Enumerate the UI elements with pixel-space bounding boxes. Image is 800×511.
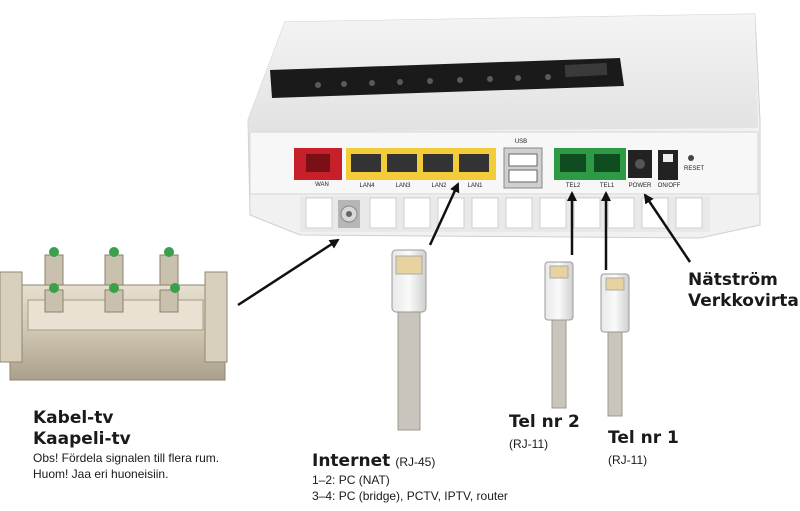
tel1-title: Tel nr 1 xyxy=(608,428,679,448)
wan-port xyxy=(294,148,342,180)
phone-cable-1 xyxy=(600,273,630,417)
usb-label: USB xyxy=(514,139,528,145)
power-label: Nätström Verkkovirta xyxy=(688,270,799,312)
tel1-label: Tel nr 1 (RJ-11) xyxy=(608,428,708,467)
onoff-label: ON/OFF xyxy=(657,183,681,189)
reset-button xyxy=(688,155,694,161)
arrow-internet xyxy=(428,182,460,246)
internet-label: Internet (RJ-45) 1–2: PC (NAT) 3–4: PC (… xyxy=(312,451,592,504)
power-title-fi: Verkkovirta xyxy=(688,291,799,311)
phone-cable-2 xyxy=(544,261,574,409)
power-port-label: POWER xyxy=(628,183,652,189)
cable-tv-note-sv: Obs! Fördela signalen till flera rum. xyxy=(33,451,220,465)
tel2-title: Tel nr 2 xyxy=(509,412,580,432)
arrow-power xyxy=(643,193,692,263)
tel2-port-label: TEL2 xyxy=(565,183,581,189)
cable-tv-label: Kabel-tv Kaapeli-tv Obs! Fördela signale… xyxy=(33,408,293,482)
cable-tv-splitter xyxy=(0,247,228,381)
cable-tv-title-fi: Kaapeli-tv xyxy=(33,429,131,449)
lan1-label: LAN1 xyxy=(467,183,483,189)
arrow-cable-tv xyxy=(237,238,340,307)
router xyxy=(247,13,761,239)
lan4-label: LAN4 xyxy=(359,183,375,189)
internet-line1: 1–2: PC (NAT) xyxy=(312,473,390,487)
cable-tv-title-sv: Kabel-tv xyxy=(33,408,114,428)
internet-line2: 3–4: PC (bridge), PCTV, IPTV, router xyxy=(312,489,508,503)
internet-title: Internet xyxy=(312,451,391,471)
tel-ports xyxy=(554,148,626,180)
power-switch xyxy=(658,150,678,180)
wan-label: WAN xyxy=(315,182,329,188)
lan-ports xyxy=(346,148,496,180)
internet-connector: (RJ-45) xyxy=(395,455,436,469)
power-title-sv: Nätström xyxy=(688,270,778,290)
ethernet-cable xyxy=(391,249,427,431)
tel1-port-label: TEL1 xyxy=(599,183,615,189)
lan3-label: LAN3 xyxy=(395,183,411,189)
led-panel xyxy=(270,58,624,98)
lan2-label: LAN2 xyxy=(431,183,447,189)
tel2-label: Tel nr 2 (RJ-11) xyxy=(509,412,609,451)
usb-ports xyxy=(503,147,543,189)
power-jack xyxy=(628,150,652,178)
tel2-connector: (RJ-11) xyxy=(509,437,549,451)
cable-tv-note-fi: Huom! Jaa eri huoneisiin. xyxy=(33,467,169,481)
reset-label: RESET xyxy=(683,166,704,172)
tel1-connector: (RJ-11) xyxy=(608,453,648,467)
coax-port xyxy=(338,200,360,228)
